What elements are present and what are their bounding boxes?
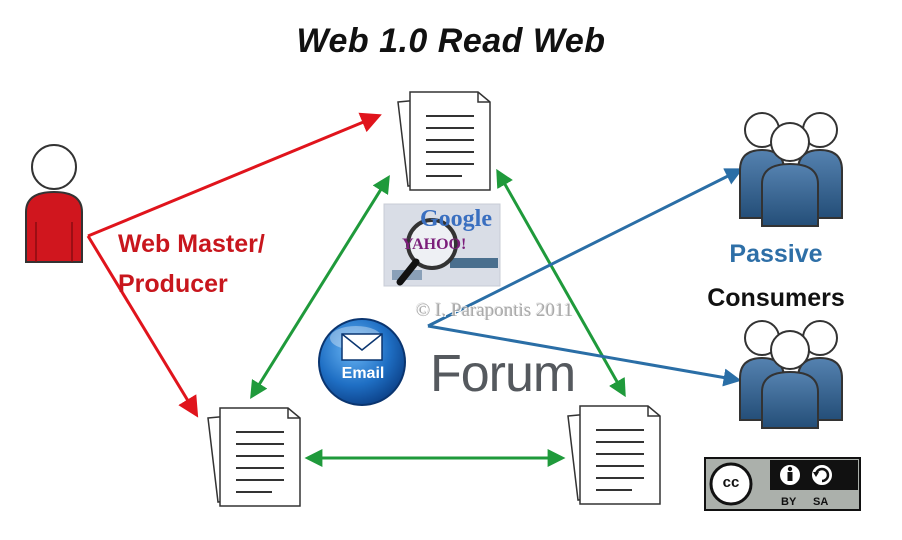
consumer-group-icon <box>739 112 843 227</box>
producer-label-line2: Producer <box>118 270 228 298</box>
diagram-title: Web 1.0 Read Web <box>296 22 606 60</box>
cc-sa-label: SA <box>813 496 829 508</box>
document-icon <box>397 91 491 191</box>
google-logo-text: Google <box>420 206 492 232</box>
forum-label: Forum <box>430 345 576 403</box>
producer-label-line1: Web Master/ <box>118 230 265 258</box>
producer-person-icon <box>25 144 83 263</box>
document-icon <box>207 407 301 507</box>
cc-by-label: BY <box>781 496 797 508</box>
arrow-producer-to-top-doc <box>87 112 382 238</box>
arrow-to-bottom-consumers <box>427 324 742 387</box>
copyright-watermark: © I. Parapontis 2011 <box>416 300 574 321</box>
creative-commons-icon <box>704 457 861 511</box>
consumer-label-line2: Consumers <box>707 284 845 312</box>
email-label: Email <box>341 365 385 382</box>
consumer-label: Passive Consumers <box>676 232 876 320</box>
consumer-label-line1: Passive <box>729 240 823 268</box>
arrow-to-top-consumers <box>427 168 744 328</box>
consumer-arrows <box>427 168 744 387</box>
search-engines-icon <box>383 203 501 287</box>
arrow-top-doc-left-doc <box>250 174 390 400</box>
consumer-group-icon <box>739 320 843 429</box>
yahoo-logo-text: YAHOO! <box>402 236 467 253</box>
arrow-producer-to-left-doc <box>86 235 199 418</box>
cc-label: cc <box>722 474 740 491</box>
email-icon <box>318 318 406 406</box>
producer-label: Web Master/ Producer <box>118 224 265 304</box>
producer-arrows <box>86 112 382 418</box>
document-icon <box>567 405 661 505</box>
